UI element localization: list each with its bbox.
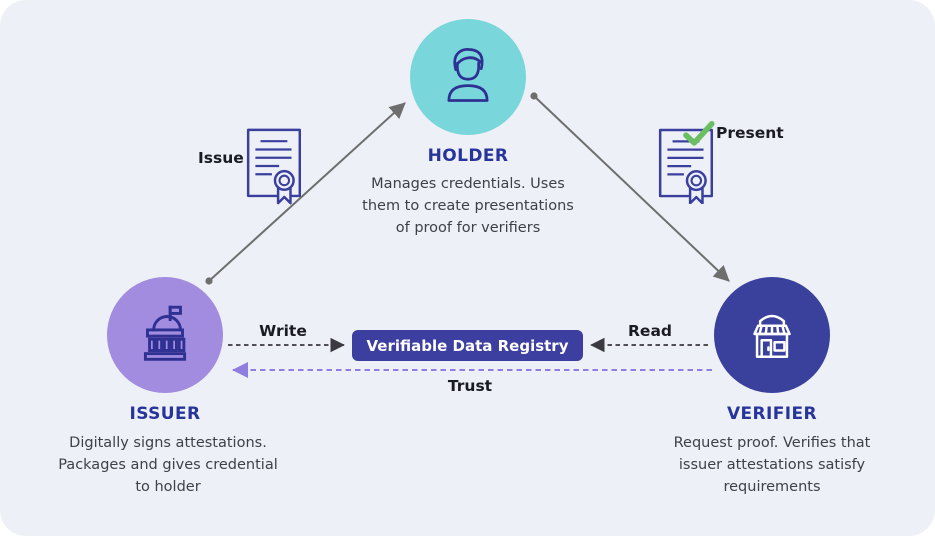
issuer-description: Digitally signs attestations. Packages a… <box>58 435 278 495</box>
issue-edge-label: Issue <box>198 149 244 167</box>
write-edge-label: Write <box>259 322 307 340</box>
green-check-mark <box>683 121 715 146</box>
verifier-label: VERIFIER <box>726 404 818 424</box>
holder-node <box>410 19 526 135</box>
registry-label: Verifiable Data Registry <box>366 336 569 355</box>
storefront-icon <box>739 300 805 370</box>
verifier-node <box>714 277 830 393</box>
certificate-icon <box>243 124 307 212</box>
certificate-check-icon <box>655 120 719 208</box>
issuer-label: ISSUER <box>129 404 201 424</box>
read-edge-label: Read <box>627 322 673 340</box>
issuer-node <box>107 277 223 393</box>
holder-description: Manages credentials. Uses them to create… <box>362 176 574 236</box>
trust-edge-label: Trust <box>447 377 493 395</box>
present-edge-label: Present <box>716 124 784 142</box>
verifier-description: Request proof. Verifies that issuer atte… <box>673 435 871 495</box>
verifiable-data-registry-box: Verifiable Data Registry <box>352 330 583 361</box>
holder-label: HOLDER <box>427 146 509 166</box>
bank-building-icon <box>132 300 198 370</box>
person-icon <box>434 41 502 113</box>
